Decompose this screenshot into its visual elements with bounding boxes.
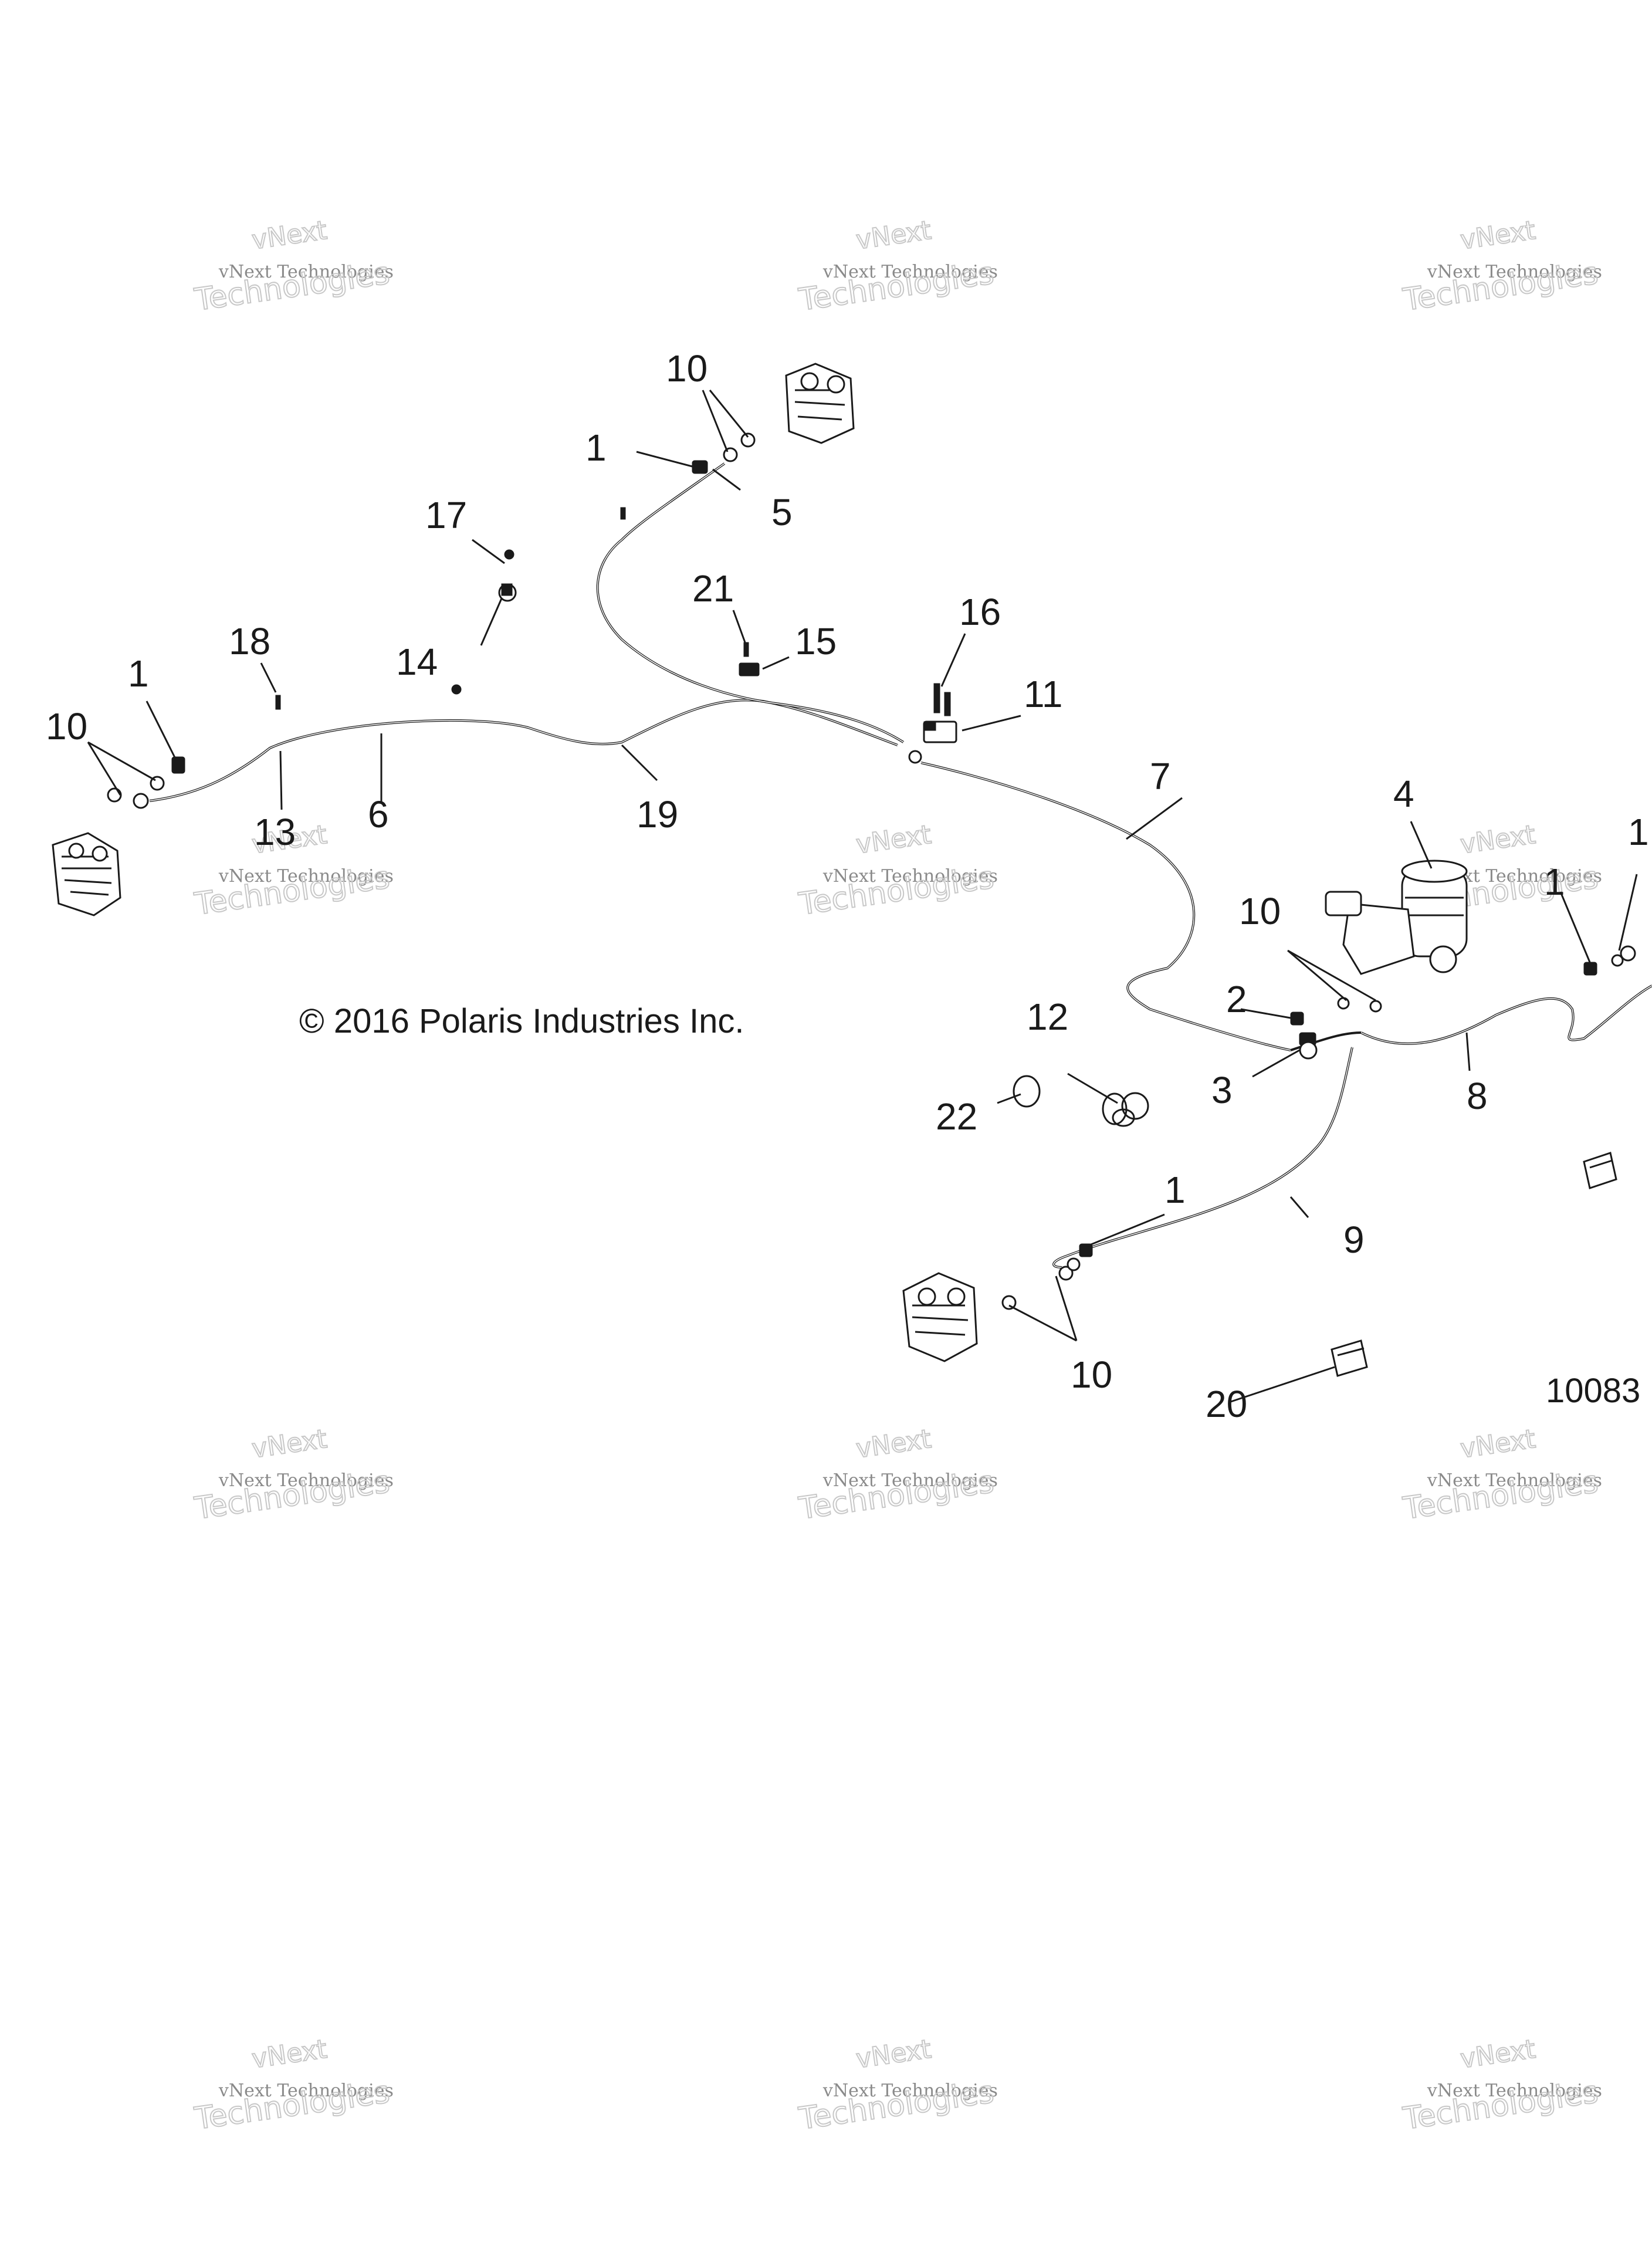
watermark-top: vNext xyxy=(1458,215,1537,255)
components xyxy=(52,363,1636,1377)
bracket-20-upper xyxy=(1583,1152,1617,1189)
watermark-top: vNext xyxy=(854,1424,933,1464)
callout-20: 20 xyxy=(1206,1383,1247,1425)
callout-8: 8 xyxy=(1467,1075,1488,1117)
watermark-top: vNext xyxy=(854,820,933,860)
watermark-top: vNext xyxy=(250,1424,329,1464)
watermark-top: vNext xyxy=(1458,1424,1537,1464)
watermark-line1: vNext Technologies xyxy=(218,1470,394,1491)
callout-2: 2 xyxy=(1226,978,1247,1020)
diagram-id: 10083 xyxy=(1546,1372,1640,1410)
callout-10-bottom: 10 xyxy=(1071,1354,1112,1396)
callout-4: 4 xyxy=(1393,773,1414,815)
callout-13: 13 xyxy=(254,811,296,853)
banjo-fittings xyxy=(133,750,1636,1271)
watermark-line1: vNext Technologies xyxy=(1427,2081,1602,2101)
callout-11: 11 xyxy=(1024,673,1062,715)
callout-1-top: 1 xyxy=(585,427,607,469)
clip-15 xyxy=(739,662,760,676)
watermark-line1: vNext Technologies xyxy=(1427,1470,1602,1491)
callout-9: 9 xyxy=(1343,1219,1365,1261)
watermark-line1: vNext Technologies xyxy=(1427,262,1602,282)
callout-15: 15 xyxy=(795,620,837,662)
brake-caliper-left xyxy=(52,832,121,916)
callout-6: 6 xyxy=(368,793,389,835)
watermark-top: vNext xyxy=(1458,820,1537,860)
callout-labels: 1 1 1 1 1 10 10 10 10 5 17 14 21 15 16 1… xyxy=(46,347,1649,1425)
callout-5: 5 xyxy=(771,491,793,533)
brake-hoses xyxy=(149,462,1652,1268)
watermark-line1: vNext Technologies xyxy=(218,262,394,282)
copyright-text: © 2016 Polaris Industries Inc. xyxy=(299,1002,744,1040)
leader-lines xyxy=(87,390,1638,1403)
watermark-line1: vNext Technologies xyxy=(822,262,998,282)
fasteners xyxy=(171,460,1597,1257)
callout-22: 22 xyxy=(936,1095,977,1138)
callout-1-left: 1 xyxy=(128,652,149,695)
washers xyxy=(107,432,1624,1310)
watermark-top: vNext xyxy=(250,215,329,255)
callout-17: 17 xyxy=(425,494,467,536)
callout-3: 3 xyxy=(1211,1069,1233,1111)
brake-caliper-top xyxy=(785,363,855,444)
watermark-top: vNext xyxy=(250,2034,329,2074)
o-ring-22 xyxy=(1013,1075,1041,1108)
callout-12: 12 xyxy=(1027,996,1068,1038)
callout-10-right: 10 xyxy=(1239,890,1281,932)
watermark-top: vNext xyxy=(854,2034,933,2074)
clamp-14 xyxy=(498,583,517,602)
junction-block xyxy=(923,720,957,743)
callout-7: 7 xyxy=(1150,755,1171,797)
callout-10-left: 10 xyxy=(46,705,87,747)
watermark-line1: vNext Technologies xyxy=(822,2081,998,2101)
callout-21: 21 xyxy=(692,567,734,610)
callout-1-right: 1 xyxy=(1544,861,1565,903)
callout-19: 19 xyxy=(637,793,678,835)
watermark-line1: vNext Technologies xyxy=(218,2081,394,2101)
bracket-20 xyxy=(1331,1339,1368,1377)
master-cylinder xyxy=(1325,860,1468,975)
hose-6 xyxy=(149,699,898,802)
callout-10-top: 10 xyxy=(666,347,707,390)
brake-caliper-bottom xyxy=(902,1272,978,1362)
watermark-line1: vNext Technologies xyxy=(822,866,998,887)
callout-16: 16 xyxy=(959,591,1001,633)
callout-18: 18 xyxy=(229,620,270,662)
watermark-top: vNext xyxy=(1458,2034,1537,2074)
callout-1-bottom: 1 xyxy=(1164,1169,1186,1211)
watermark-line1: vNext Technologies xyxy=(218,866,394,887)
o-ring-12 xyxy=(1102,1092,1149,1127)
callout-1-farright: 1 xyxy=(1628,811,1649,853)
callout-14: 14 xyxy=(396,641,438,683)
watermark-top: vNext xyxy=(854,215,933,255)
watermark-line1: vNext Technologies xyxy=(822,1470,998,1491)
hose-8 xyxy=(1360,985,1652,1045)
